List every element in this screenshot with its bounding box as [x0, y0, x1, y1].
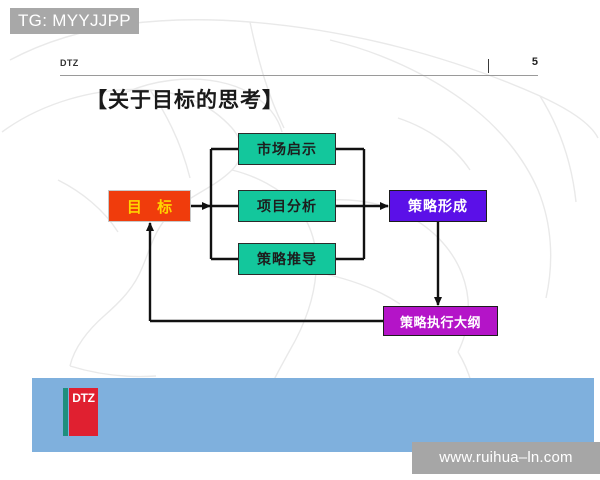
node-goal-label: 目 标: [126, 197, 178, 216]
node-strategy-derivation-label: 策略推导: [257, 252, 317, 268]
node-market-insight-label: 市场启示: [257, 142, 317, 158]
node-market-insight[interactable]: 市场启示: [238, 133, 336, 165]
node-strategy-formation-label: 策略形成: [408, 199, 468, 215]
dtz-logo: DTZ: [63, 388, 98, 436]
node-strategy-formation[interactable]: 策略形成: [389, 190, 487, 222]
dtz-logo-body: [69, 388, 98, 436]
dtz-logo-stripe: [63, 388, 68, 436]
node-strategy-derivation[interactable]: 策略推导: [238, 243, 336, 275]
page-number: 5: [531, 56, 538, 68]
node-project-analysis[interactable]: 项目分析: [238, 190, 336, 222]
node-execution-outline[interactable]: 策略执行大纲: [383, 306, 498, 336]
footer-bar: [32, 378, 594, 452]
header-divider: [60, 75, 538, 76]
dtz-logo-text: DTZ: [72, 391, 95, 405]
node-goal[interactable]: 目 标: [108, 190, 191, 222]
slide-header: DTZ 5: [60, 56, 538, 76]
node-project-analysis-label: 项目分析: [257, 199, 317, 215]
header-tick-mark: [488, 59, 489, 73]
header-brand: DTZ: [60, 58, 79, 68]
tg-tag-label: TG: MYYJJPP: [10, 8, 139, 34]
node-execution-outline-label: 策略执行大纲: [399, 315, 481, 331]
page-title: 【关于目标的思考】: [86, 87, 284, 112]
site-watermark: www.ruihua–ln.com: [412, 442, 600, 474]
